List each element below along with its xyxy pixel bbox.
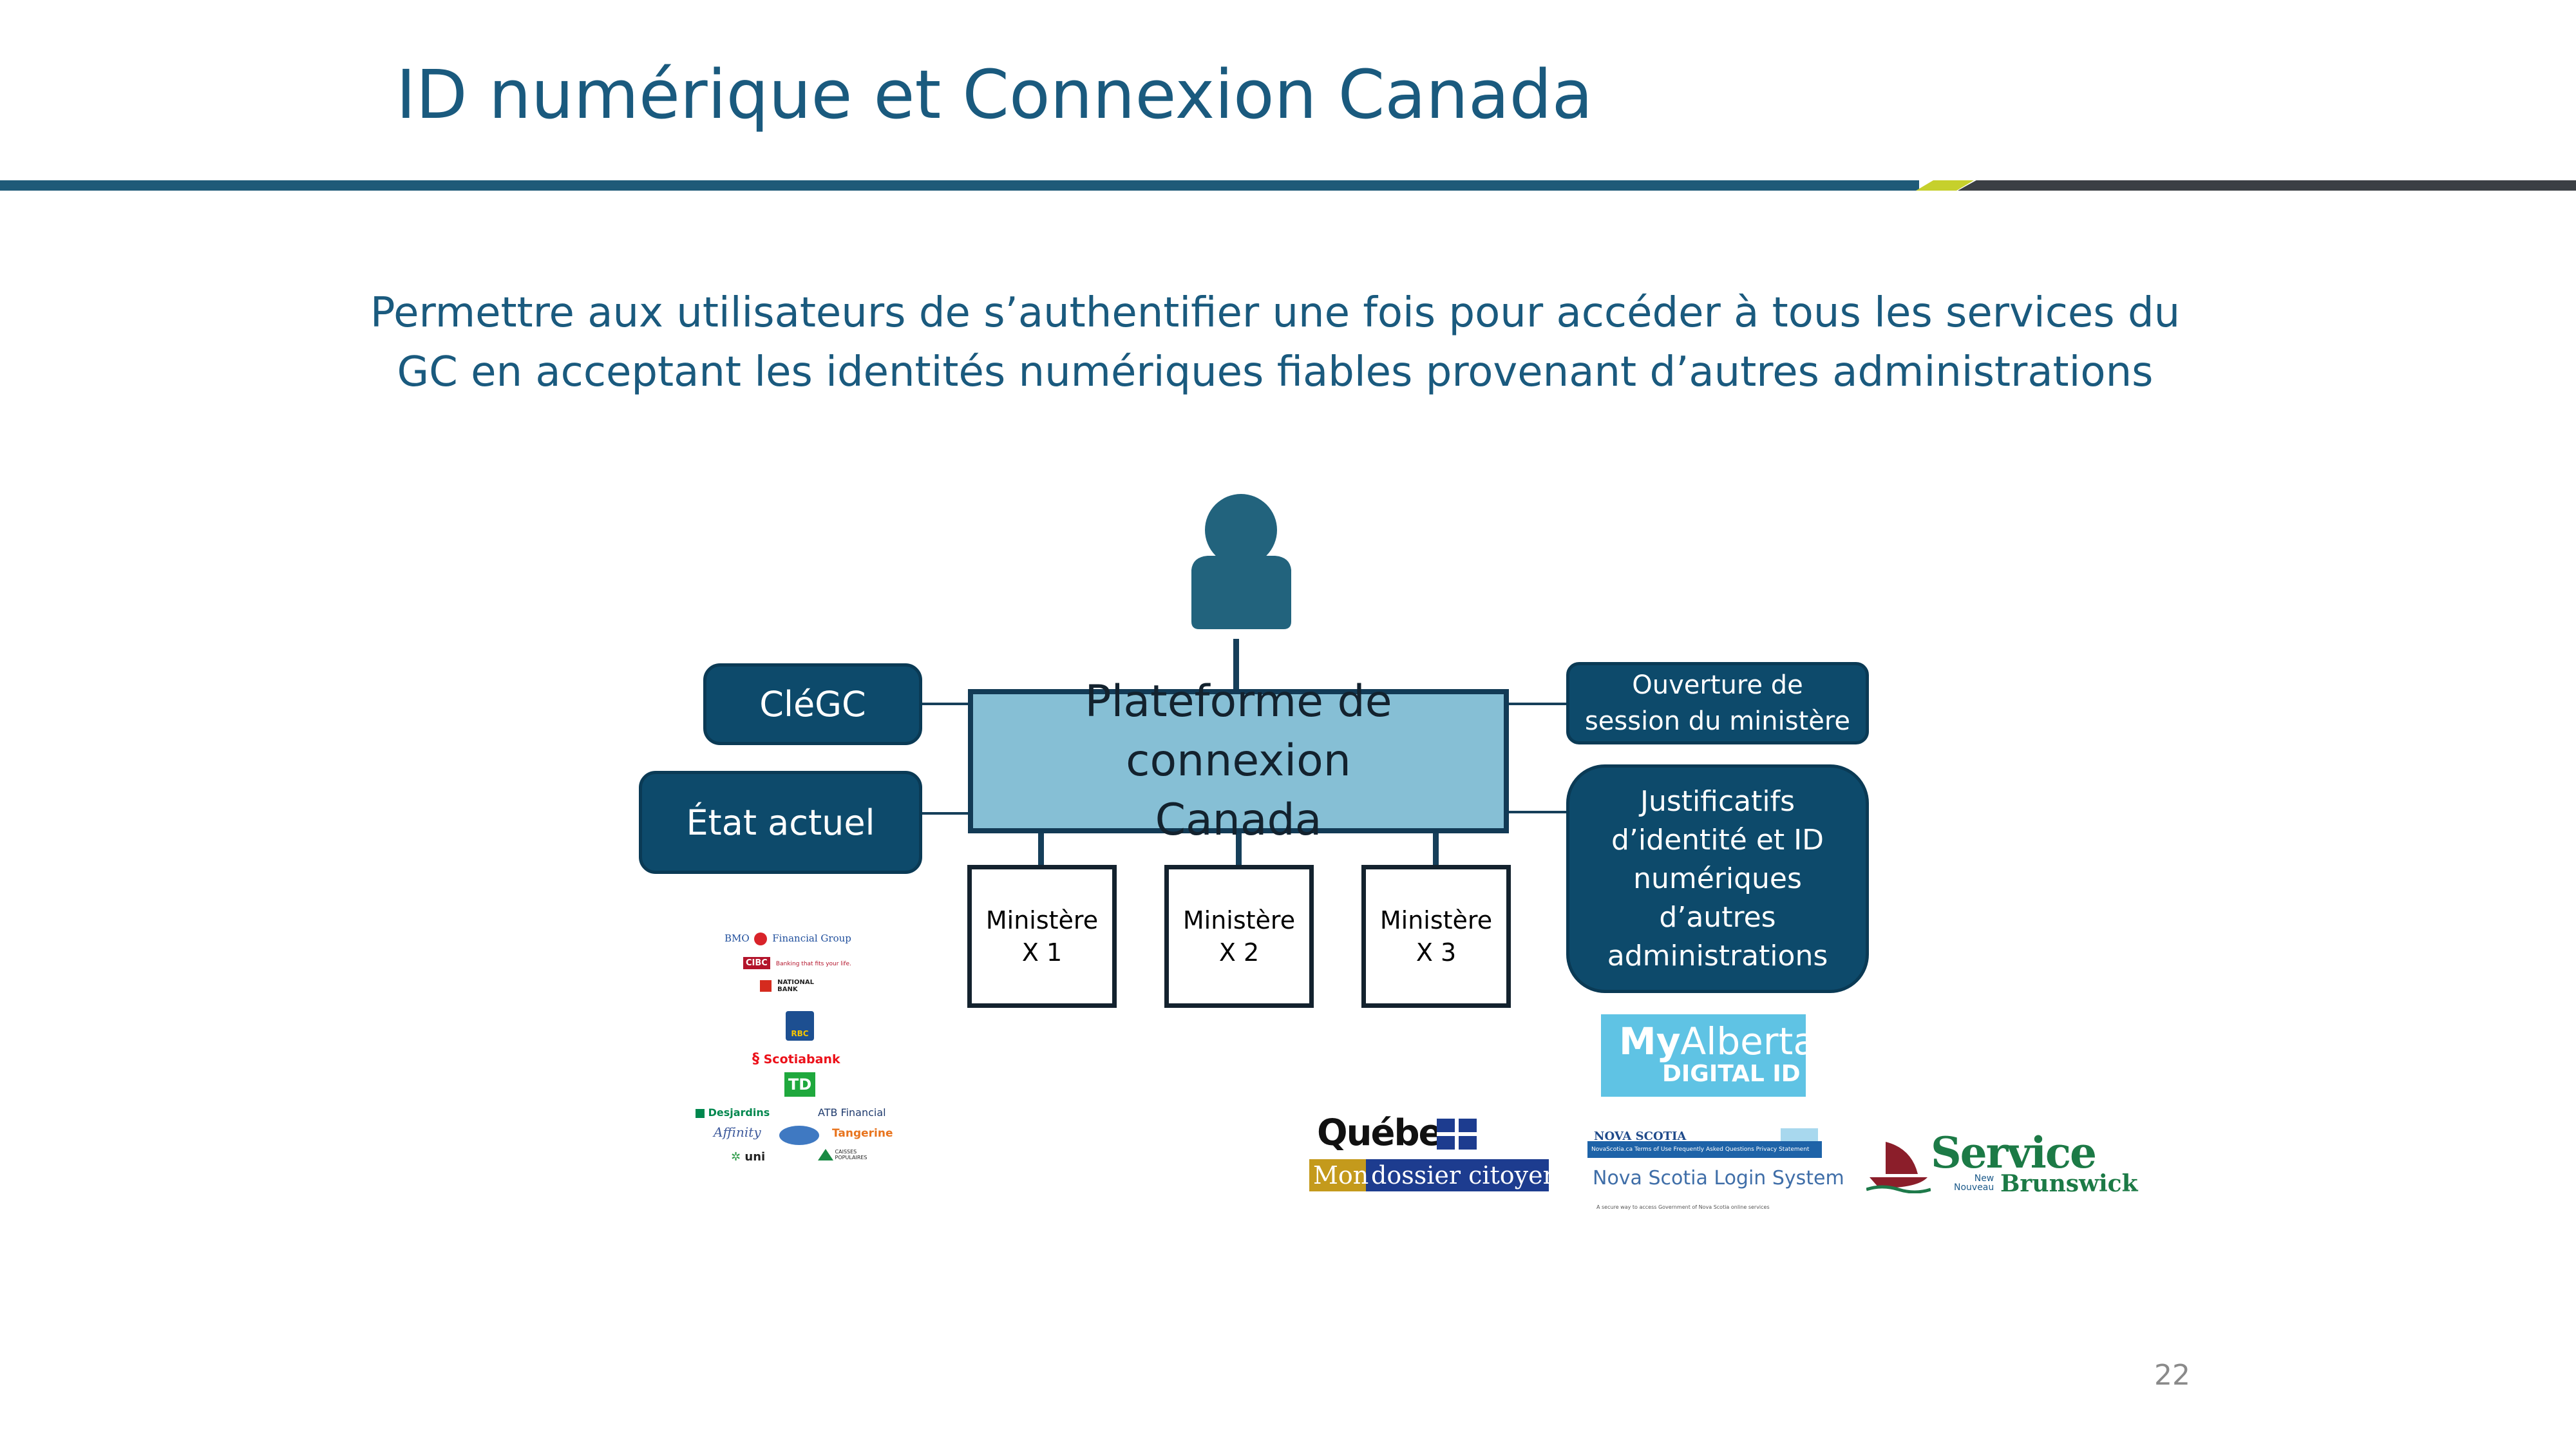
slide-subtitle: Permettre aux utilisateurs de s’authenti… [361, 283, 2190, 402]
myalberta-logo: MyAlberta DIGITAL ID [1601, 1014, 1816, 1097]
header-rule-blue [0, 180, 1919, 191]
tangerine-logo: Tangerine [832, 1127, 893, 1140]
etat-actuel-box: État actuel [639, 771, 922, 874]
ministere-box-2: Ministère X 2 [1164, 865, 1314, 1008]
ouverture-session-box: Ouverture de session du ministère [1566, 662, 1869, 744]
ouverture-line-1: Ouverture de [1632, 670, 1803, 700]
connector-ministere-3 [1433, 831, 1439, 867]
subtitle-line-1: Permettre aux utilisateurs de s’authenti… [370, 289, 2181, 337]
justificatifs-line: Justificatifs [1640, 784, 1795, 818]
platform-line-1: Plateforme de connexion [1084, 676, 1392, 786]
page-number: 22 [2154, 1359, 2190, 1392]
bmo-logo: BMO Financial Group [724, 933, 851, 945]
ministere-box-3: Ministère X 3 [1361, 865, 1511, 1008]
header-rule-dark [1958, 180, 2576, 191]
td-logo: TD [784, 1072, 815, 1097]
connector-clegc [920, 703, 970, 705]
rbc-logo: RBC [786, 1011, 814, 1041]
ouverture-line-2: session du ministère [1584, 706, 1851, 736]
ministere-id: X 3 [1416, 938, 1457, 967]
justificatifs-line: d’autres [1659, 900, 1776, 934]
scotiabank-logo: § Scotiabank [752, 1051, 840, 1067]
ministere-id: X 1 [1021, 938, 1063, 967]
connector-etat [920, 812, 970, 815]
ministere-id: X 2 [1218, 938, 1260, 967]
atb-logo: ATB Financial [818, 1106, 886, 1119]
person-icon [1191, 494, 1291, 629]
ministere-box-1: Ministère X 1 [967, 865, 1117, 1008]
quebec-flag-icon [1437, 1119, 1477, 1150]
ministere-label: Ministère [985, 906, 1099, 934]
justificatifs-line: numériques [1633, 862, 1802, 895]
connector-ministere-2 [1236, 831, 1242, 867]
clegc-label: CléGC [759, 684, 866, 724]
clegc-box: CléGC [703, 663, 922, 745]
user-connector [1233, 639, 1239, 692]
justificatifs-box: Justificatifs d’identité et ID numérique… [1566, 764, 1869, 993]
desjardins-logo: Desjardins [696, 1106, 770, 1119]
slide-title: ID numérique et Connexion Canada [396, 55, 1593, 134]
header-rule-accent [1916, 180, 1974, 191]
subtitle-line-2: GC en acceptant les identités numériques… [397, 348, 2154, 396]
affinity-logo: Affinity [714, 1124, 761, 1140]
justificatifs-line: administrations [1607, 939, 1828, 972]
platform-line-2: Canada [1155, 795, 1322, 846]
cibc-logo: CIBC Banking that fits your life. [743, 956, 851, 969]
platform-box: Plateforme de connexion Canada [968, 676, 1509, 846]
connector-ministere-1 [1038, 831, 1044, 867]
justificatifs-line: d’identité et ID [1611, 823, 1824, 857]
connector-ouverture [1507, 703, 1568, 705]
ministere-label: Ministère [1379, 906, 1493, 934]
ministere-label: Ministère [1182, 906, 1296, 934]
uni-logo: ✲ uni [731, 1150, 766, 1164]
connector-justificatifs [1507, 811, 1568, 813]
nova-scotia-logo: NOVA SCOTIA NovaScotia.ca Terms of Use F… [1587, 1128, 1844, 1218]
credit-union-logo [779, 1126, 819, 1145]
ship-icon [1866, 1142, 1931, 1193]
quebec-logo: Québec Mon dossier citoyen [1309, 1111, 1558, 1191]
etat-actuel-label: État actuel [686, 802, 875, 843]
bank-logos: BMO Financial Group CIBC Banking that fi… [696, 927, 914, 1172]
